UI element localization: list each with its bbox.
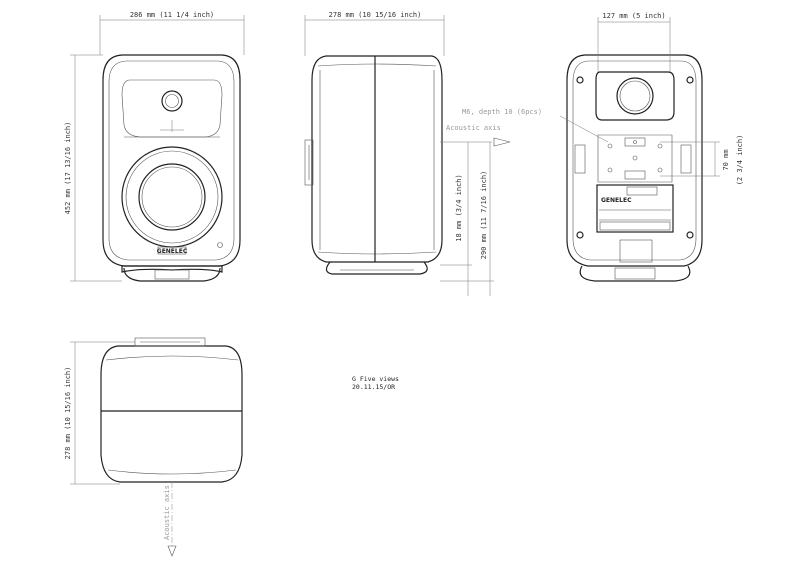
side-dimensions: 278 mm (10 15/16 inch) Acoustic axis 18 … — [304, 11, 501, 296]
acoustic-axis-side-label: Acoustic axis — [446, 124, 501, 132]
bottom-dimensions: 278 mm (10 15/16 inch) Acoustic axis — [64, 341, 171, 540]
dim-rear-spacing-inch: (2 3/4 inch) — [736, 135, 744, 186]
drawing-title: G Five views — [352, 375, 399, 383]
bottom-view — [100, 337, 243, 557]
front-dimensions: 286 mm (11 1/4 inch) 452 mm (17 13/16 in… — [64, 11, 245, 282]
title-block: G Five views 20.11.15/OR — [352, 375, 399, 391]
rear-dimensions: 127 mm (5 inch) M6, depth 10 (6pcs) 70 m… — [462, 12, 744, 185]
dim-rear-spacing: 70 mm — [722, 149, 730, 170]
dim-bottom-depth: 278 mm (10 15/16 inch) — [64, 367, 72, 460]
woofer — [121, 146, 223, 248]
dim-side-depth: 278 mm (10 15/16 inch) — [329, 11, 422, 19]
bass-port — [616, 77, 654, 115]
power-led — [217, 242, 223, 248]
dim-axis-height: 290 mm (11 7/16 inch) — [480, 171, 488, 260]
rear-logo: GENELEC — [601, 197, 632, 204]
front-logo: GENELEC — [157, 248, 188, 255]
front-view: GENELEC — [102, 54, 241, 282]
tweeter — [161, 90, 183, 112]
mounting-note: M6, depth 10 (6pcs) — [462, 108, 542, 116]
dim-front-width: 286 mm (11 1/4 inch) — [130, 11, 214, 19]
rear-view: GENELEC — [566, 54, 703, 282]
drawing-date: 20.11.15/OR — [352, 383, 395, 391]
dim-rear-width: 127 mm (5 inch) — [602, 12, 665, 20]
acoustic-axis-bottom-label: Acoustic axis — [163, 485, 171, 540]
side-view — [304, 55, 511, 275]
dim-front-height: 452 mm (17 13/16 inch) — [64, 122, 72, 215]
dim-axis-offset: 18 mm (3/4 inch) — [455, 174, 463, 241]
